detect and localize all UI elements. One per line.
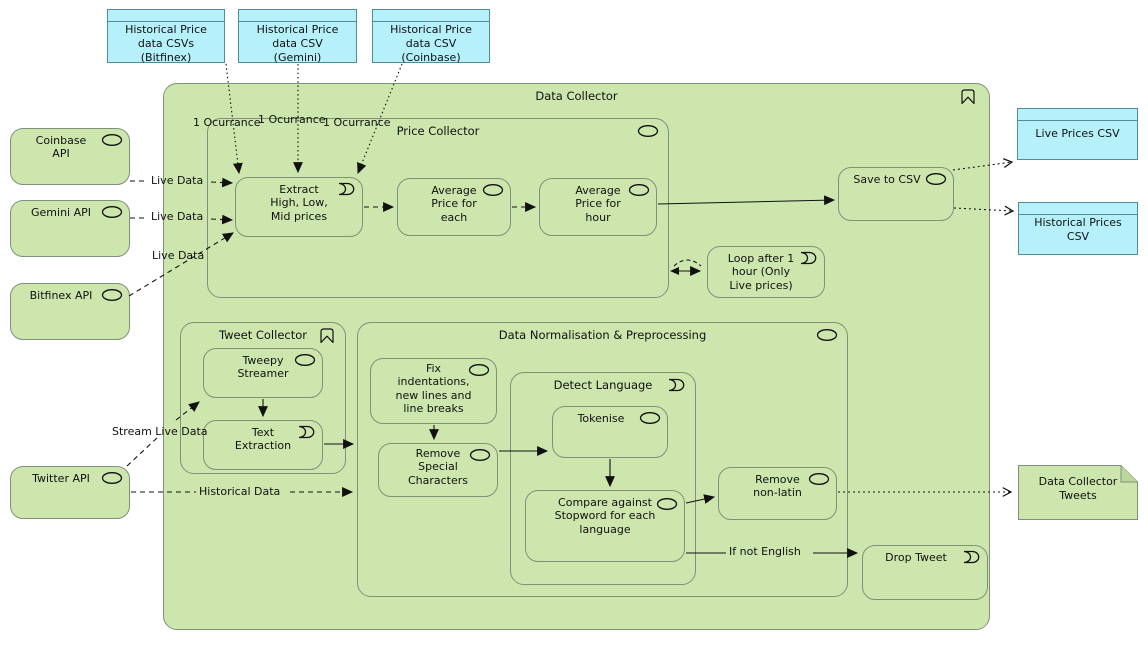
group-detect-language-title: Detect Language [553, 378, 653, 392]
application-service-icon [482, 183, 504, 197]
node-extract-prices-label: Extract High, Low, Mid prices [270, 183, 328, 223]
node-extract-prices: Extract High, Low, Mid prices [235, 177, 363, 237]
edge-label-historical-data: Historical Data [199, 485, 281, 498]
group-data-normalisation-title: Data Normalisation & Preprocessing [498, 328, 707, 342]
node-coinbase-api: Coinbase API [10, 128, 130, 185]
node-gemini-api: Gemini API [10, 200, 130, 257]
artifact-historical-coinbase-label: Historical Price data CSV (Coinbase) [390, 23, 472, 64]
node-text-extraction-label: Text Extraction [234, 426, 292, 453]
node-save-to-csv: Save to CSV [838, 167, 954, 221]
artifact-header-band [1019, 203, 1137, 215]
artifact-live-prices-csv: Live Prices CSV [1017, 108, 1138, 160]
node-bitfinex-api-label: Bitfinex API [29, 289, 93, 302]
event-icon [664, 378, 686, 392]
node-drop-tweet-label: Drop Tweet [885, 551, 947, 564]
node-gemini-api-label: Gemini API [31, 206, 91, 219]
node-remove-special-chars-label: Remove Special Characters [407, 447, 469, 487]
event-icon [959, 550, 981, 564]
edge-label-live-data-3: Live Data [152, 249, 205, 262]
edge-label-live-data-1: Live Data [151, 174, 204, 187]
note-data-collector-tweets-label: Data Collector Tweets [1038, 475, 1118, 502]
node-fix-indentations: Fix indentations, new lines and line bre… [370, 358, 497, 424]
node-compare-stopword: Compare against Stopword for each langua… [525, 490, 685, 562]
artifact-historical-bitfinex: Historical Price data CSVs (Bitfinex) [107, 9, 225, 64]
node-tweepy-streamer: Tweepy Streamer [203, 348, 323, 398]
application-service-icon [101, 133, 123, 147]
node-tweepy-streamer-label: Tweepy Streamer [237, 354, 289, 381]
application-service-icon [637, 124, 659, 138]
node-loop-after-hour: Loop after 1 hour (Only Live prices) [707, 246, 825, 298]
artifact-header-band [373, 10, 489, 22]
node-tokenise: Tokenise [552, 406, 668, 458]
artifact-header-band [239, 10, 356, 22]
node-fix-indentations-label: Fix indentations, new lines and line bre… [395, 362, 472, 416]
note-shape [1018, 465, 1138, 520]
node-drop-tweet: Drop Tweet [862, 545, 988, 600]
grouping-icon [959, 88, 977, 105]
edge-label-if-not-english: If not English [729, 545, 801, 558]
node-text-extraction: Text Extraction [203, 420, 323, 470]
artifact-header-band [108, 10, 224, 22]
artifact-live-prices-csv-label: Live Prices CSV [1035, 127, 1120, 140]
node-average-price-hour: Average Price for hour [539, 178, 657, 236]
application-service-icon [808, 472, 830, 486]
edge-label-occurrence-2: 1 Ocurrance [258, 113, 326, 126]
node-remove-non-latin: Remove non-latin [718, 467, 837, 520]
grouping-icon [318, 327, 336, 344]
node-loop-after-hour-label: Loop after 1 hour (Only Live prices) [727, 252, 795, 292]
group-price-collector-title: Price Collector [396, 124, 480, 138]
edge-label-occurrence-1: 1 Ocurrance [193, 116, 261, 129]
artifact-historical-coinbase: Historical Price data CSV (Coinbase) [372, 9, 490, 64]
node-bitfinex-api: Bitfinex API [10, 283, 130, 340]
node-twitter-api: Twitter API [10, 466, 130, 519]
application-service-icon [628, 183, 650, 197]
application-service-icon [101, 205, 123, 219]
application-service-icon [816, 328, 838, 342]
group-tweet-collector-title: Tweet Collector [219, 328, 307, 342]
node-tokenise-label: Tokenise [577, 412, 625, 425]
application-service-icon [101, 288, 123, 302]
note-data-collector-tweets: Data Collector Tweets [1018, 465, 1138, 520]
event-icon [334, 182, 356, 196]
edge-label-stream-live-data: Stream Live Data [112, 425, 208, 438]
artifact-header-band [1018, 109, 1137, 121]
node-average-price-each: Average Price for each [397, 178, 511, 236]
edge-label-occurrence-3: 1 Ocurrance [323, 116, 391, 129]
application-service-icon [656, 497, 678, 511]
node-twitter-api-label: Twitter API [32, 472, 90, 485]
application-service-icon [925, 172, 947, 186]
artifact-historical-gemini-label: Historical Price data CSV (Gemini) [256, 23, 339, 64]
group-data-collector-title: Data Collector [535, 89, 618, 103]
application-service-icon [101, 471, 123, 485]
node-average-price-hour-label: Average Price for hour [575, 184, 621, 224]
artifact-historical-gemini: Historical Price data CSV (Gemini) [238, 9, 357, 64]
application-service-icon [469, 448, 491, 462]
edge-label-live-data-2: Live Data [151, 210, 204, 223]
node-remove-non-latin-label: Remove non-latin [753, 473, 802, 500]
artifact-historical-prices-csv: Historical Prices CSV [1018, 202, 1138, 255]
application-service-icon [639, 411, 661, 425]
event-icon [796, 251, 818, 265]
application-service-icon [468, 363, 490, 377]
application-service-icon [294, 353, 316, 367]
artifact-historical-bitfinex-label: Historical Price data CSVs (Bitfinex) [125, 23, 207, 64]
node-remove-special-chars: Remove Special Characters [378, 443, 498, 497]
node-compare-stopword-label: Compare against Stopword for each langua… [554, 496, 656, 536]
artifact-historical-prices-csv-label: Historical Prices CSV [1034, 216, 1122, 243]
node-average-price-each-label: Average Price for each [431, 184, 477, 224]
event-icon [294, 425, 316, 439]
node-coinbase-api-label: Coinbase API [35, 134, 87, 161]
node-save-to-csv-label: Save to CSV [853, 173, 921, 186]
